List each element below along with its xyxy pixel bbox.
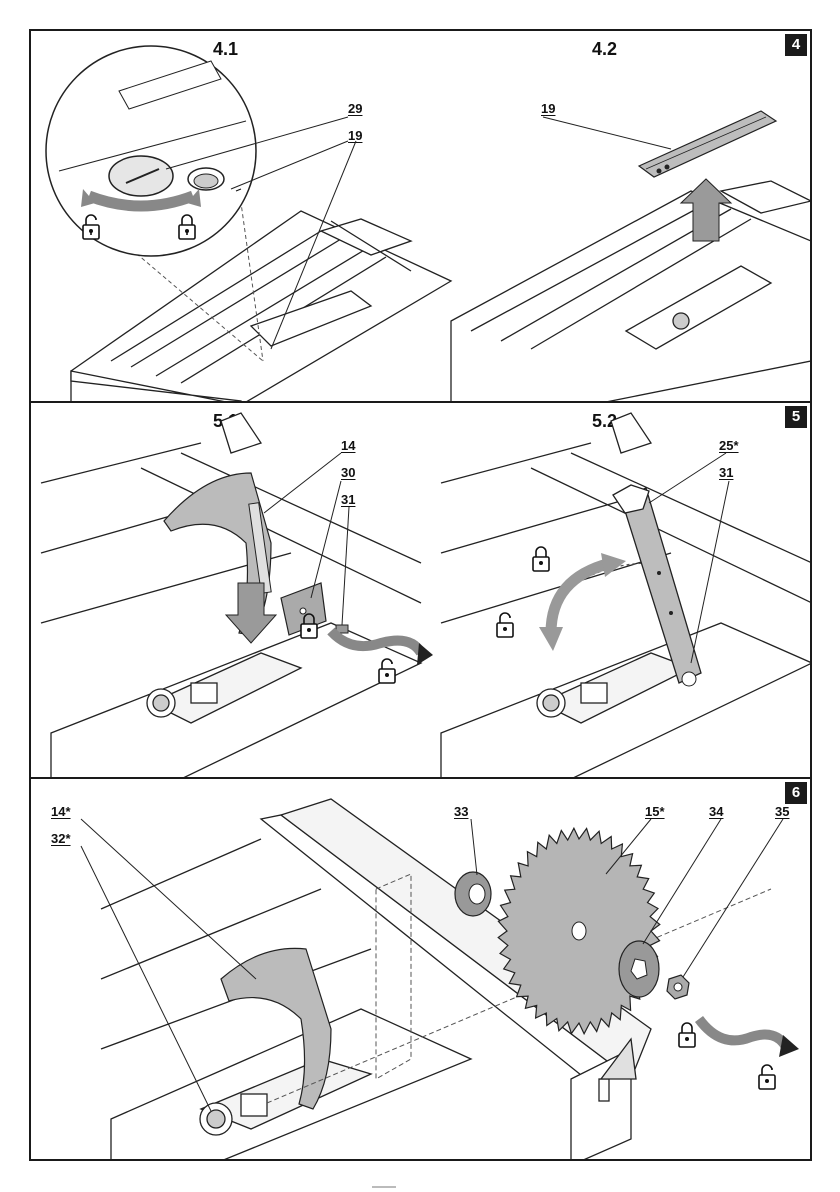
saw-table-right-5: [441, 413, 812, 779]
flange-34: [619, 941, 659, 997]
saw-table-right: [451, 181, 811, 403]
leader-33: [471, 819, 477, 875]
leader-34: [643, 819, 721, 944]
leader-30: [311, 481, 341, 598]
figure-6-panel: 6 14* 32* 33 15* 34 35: [29, 779, 812, 1161]
rotation-arrow-head: [417, 643, 433, 665]
rotation-arrow-icon: [699, 1019, 786, 1047]
lock-closed-icon: [533, 547, 549, 571]
leader-25: [649, 453, 726, 503]
saw-table-left-5: [41, 413, 421, 779]
outer-flange-33: [455, 872, 491, 916]
leader-35: [683, 819, 783, 977]
table-insert-plate: [639, 111, 776, 177]
leader-19-right: [543, 117, 671, 149]
arrow-head-down: [539, 627, 563, 651]
figure-4-panel: 4 4.1 4.2 29 19 19: [29, 29, 812, 403]
figure-5-drawing: [31, 403, 812, 779]
lock-closed-icon: [679, 1023, 695, 1047]
lock-open-icon: [759, 1065, 775, 1089]
figure-6-drawing: [31, 779, 812, 1161]
figure-5-panel: 5 5.1 5.2 14 30 31 25* 31: [29, 403, 812, 779]
leader-32-star: [81, 846, 211, 1111]
figure-4-drawing: [31, 31, 812, 403]
lock-open-icon: [497, 613, 513, 637]
nut-35: [667, 975, 689, 999]
leader-14: [264, 453, 341, 513]
page-bottom-mark: [372, 1186, 396, 1188]
